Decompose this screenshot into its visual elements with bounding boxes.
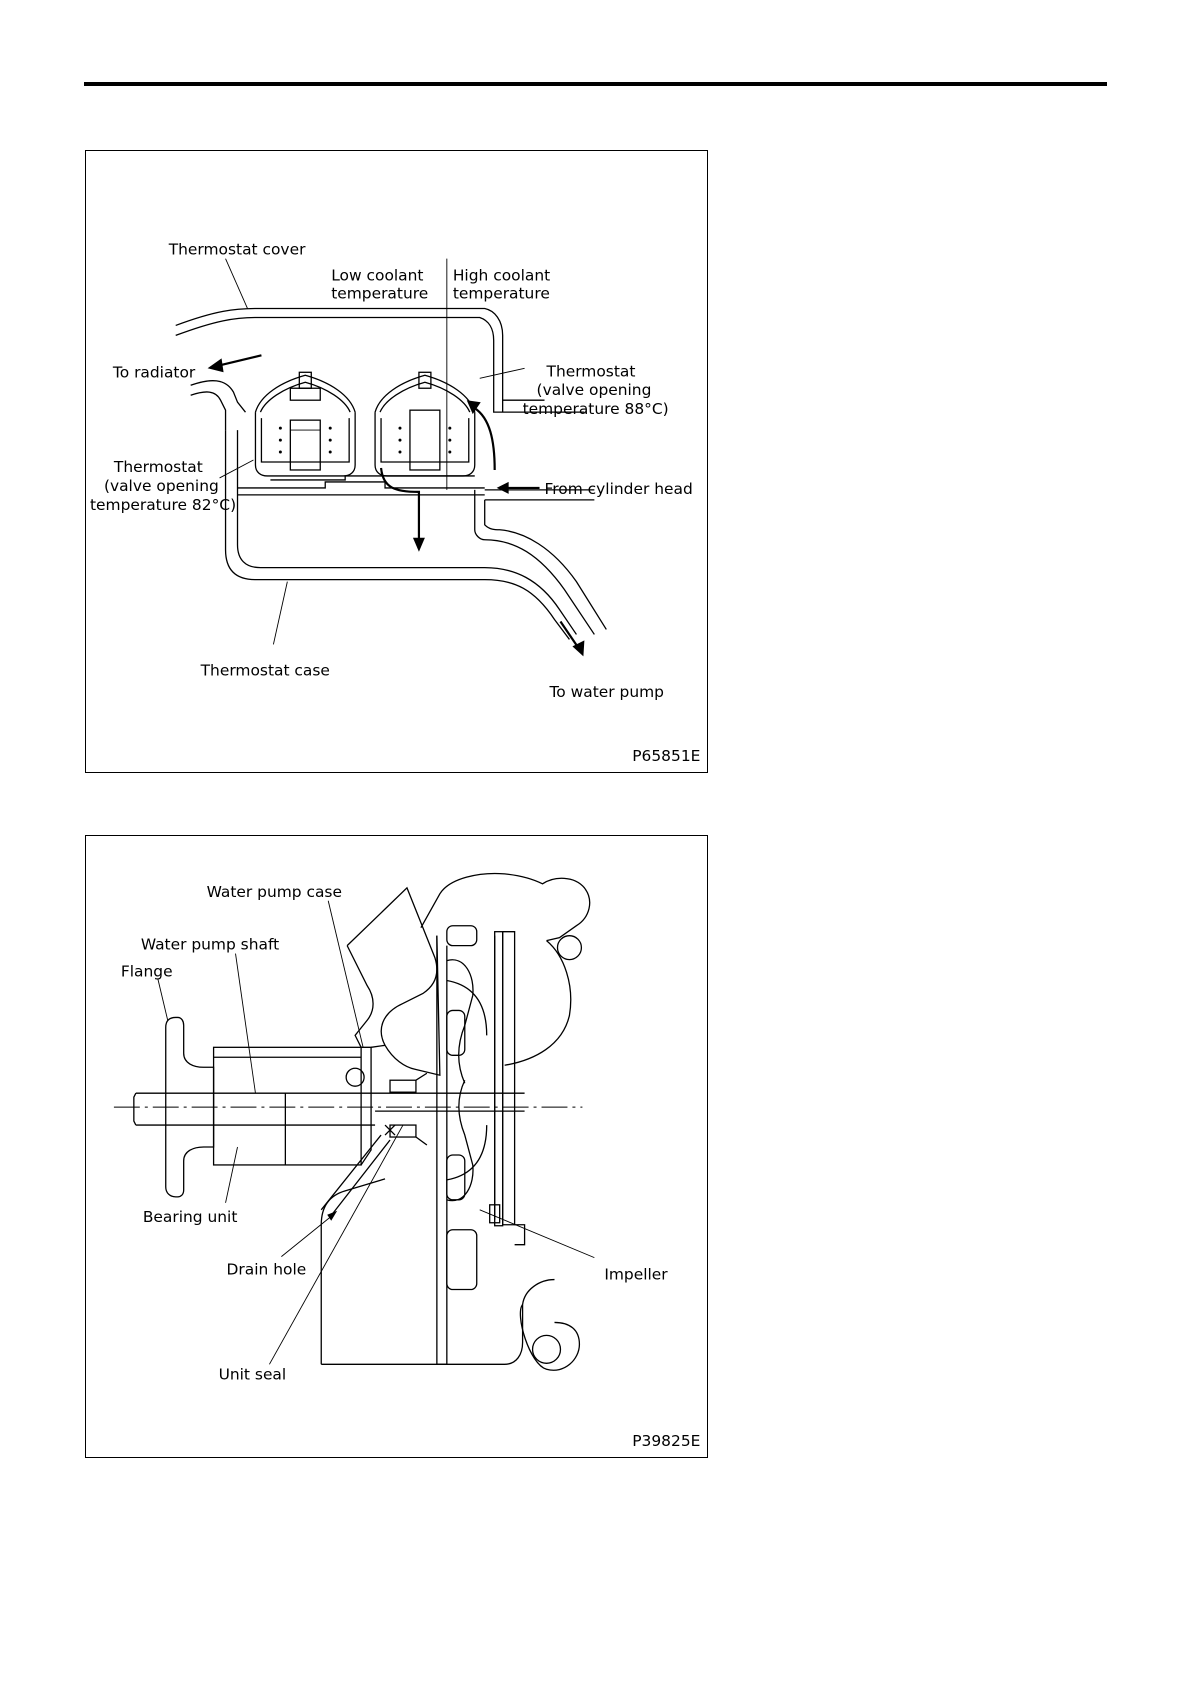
label-thermostat-82-1: Thermostat (113, 458, 203, 476)
label-thermostat-82-2: (valve opening (104, 477, 219, 495)
water-pump-shaft-outline (133, 1092, 214, 1126)
label-flange: Flange (121, 963, 173, 981)
label-thermostat-cover: Thermostat cover (168, 241, 306, 259)
thermostat-88-unit (374, 371, 476, 477)
label-unit-seal: Unit seal (219, 1365, 287, 1383)
thermostat-diagram: Thermostat cover Low coolant temperature… (90, 241, 700, 765)
header-rule (84, 82, 1107, 86)
figure-code: P39825E (632, 1432, 700, 1450)
thermostat-82-unit (254, 371, 356, 477)
thermostat-cover-outline (175, 307, 545, 401)
water-pump-diagram: Water pump case Water pump shaft Flange … (113, 872, 700, 1450)
thermostat-figure: Thermostat cover Low coolant temperature… (85, 150, 708, 773)
label-high-coolant-2: temperature (453, 285, 550, 303)
label-water-pump-shaft: Water pump shaft (141, 936, 279, 954)
label-drain-hole: Drain hole (227, 1261, 307, 1279)
label-thermostat-case: Thermostat case (200, 661, 330, 679)
flow-arrows (207, 354, 585, 657)
label-thermostat-88-3: temperature 88°C) (523, 400, 669, 418)
water-pump-figure: Water pump case Water pump shaft Flange … (85, 835, 708, 1458)
figure-code: P65851E (632, 747, 700, 765)
label-low-coolant-2: temperature (331, 285, 428, 303)
bearing-unit (212, 1046, 372, 1166)
unit-seal (384, 1072, 428, 1146)
mounting-hole-top (556, 935, 583, 961)
label-thermostat-88-2: (valve opening (537, 381, 652, 399)
label-high-coolant-1: High coolant (453, 267, 550, 285)
thermostat-case-outline (224, 430, 570, 640)
drain-hole-channel (320, 1134, 391, 1218)
impeller (446, 925, 526, 1291)
label-water-pump-case: Water pump case (207, 883, 342, 901)
label-bearing-unit: Bearing unit (143, 1208, 238, 1226)
label-from-cylinder-head: From cylinder head (545, 480, 693, 498)
label-to-radiator: To radiator (112, 363, 196, 381)
label-impeller: Impeller (604, 1266, 668, 1284)
label-thermostat-82-3: temperature 82°C) (90, 496, 236, 514)
mounting-hole-bottom (531, 1334, 562, 1364)
label-low-coolant-1: Low coolant (331, 267, 423, 285)
label-thermostat-88-1: Thermostat (546, 362, 636, 380)
label-to-water-pump: To water pump (549, 683, 664, 701)
